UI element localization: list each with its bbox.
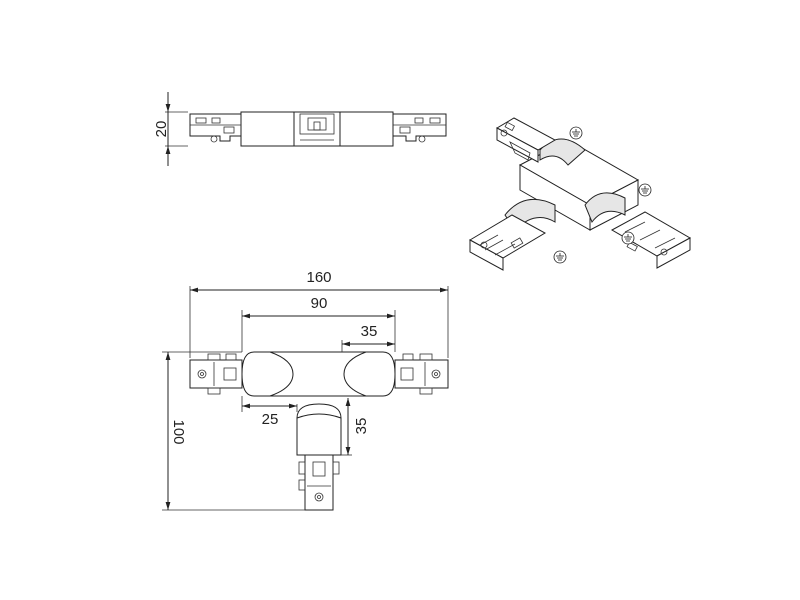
iso-arm-upper-left bbox=[495, 117, 557, 163]
earth-symbol-icon bbox=[638, 183, 652, 197]
dimension-label-160: 160 bbox=[306, 269, 331, 286]
dimension-label-25: 25 bbox=[262, 411, 279, 428]
dimension-label-90: 90 bbox=[311, 295, 328, 312]
iso-arm-right bbox=[610, 211, 692, 269]
dimension-20: 20 bbox=[153, 92, 188, 166]
earth-symbol-icon bbox=[553, 250, 567, 264]
dimension-35-horizontal: 35 bbox=[341, 323, 395, 352]
dimension-35-vertical: 35 bbox=[341, 398, 370, 456]
earth-symbol-icon bbox=[621, 231, 635, 245]
dimension-100: 100 bbox=[162, 351, 305, 511]
side-view-body bbox=[189, 111, 447, 147]
earth-symbol-icon bbox=[569, 126, 583, 140]
dimension-25: 25 bbox=[241, 396, 298, 428]
isometric-view bbox=[468, 117, 692, 271]
dimension-label-35-vertical: 35 bbox=[353, 418, 370, 435]
dimension-160: 160 bbox=[189, 269, 449, 358]
dimension-label-100: 100 bbox=[170, 419, 187, 444]
top-view-body bbox=[189, 351, 449, 511]
dimension-90: 90 bbox=[241, 295, 396, 352]
side-view: 20 bbox=[153, 92, 447, 166]
dimension-label-20: 20 bbox=[153, 121, 170, 138]
dimension-label-35-horizontal: 35 bbox=[361, 323, 378, 340]
iso-arm-lower-left bbox=[468, 214, 547, 271]
top-view: 160 90 35 25 35 bbox=[162, 269, 449, 511]
